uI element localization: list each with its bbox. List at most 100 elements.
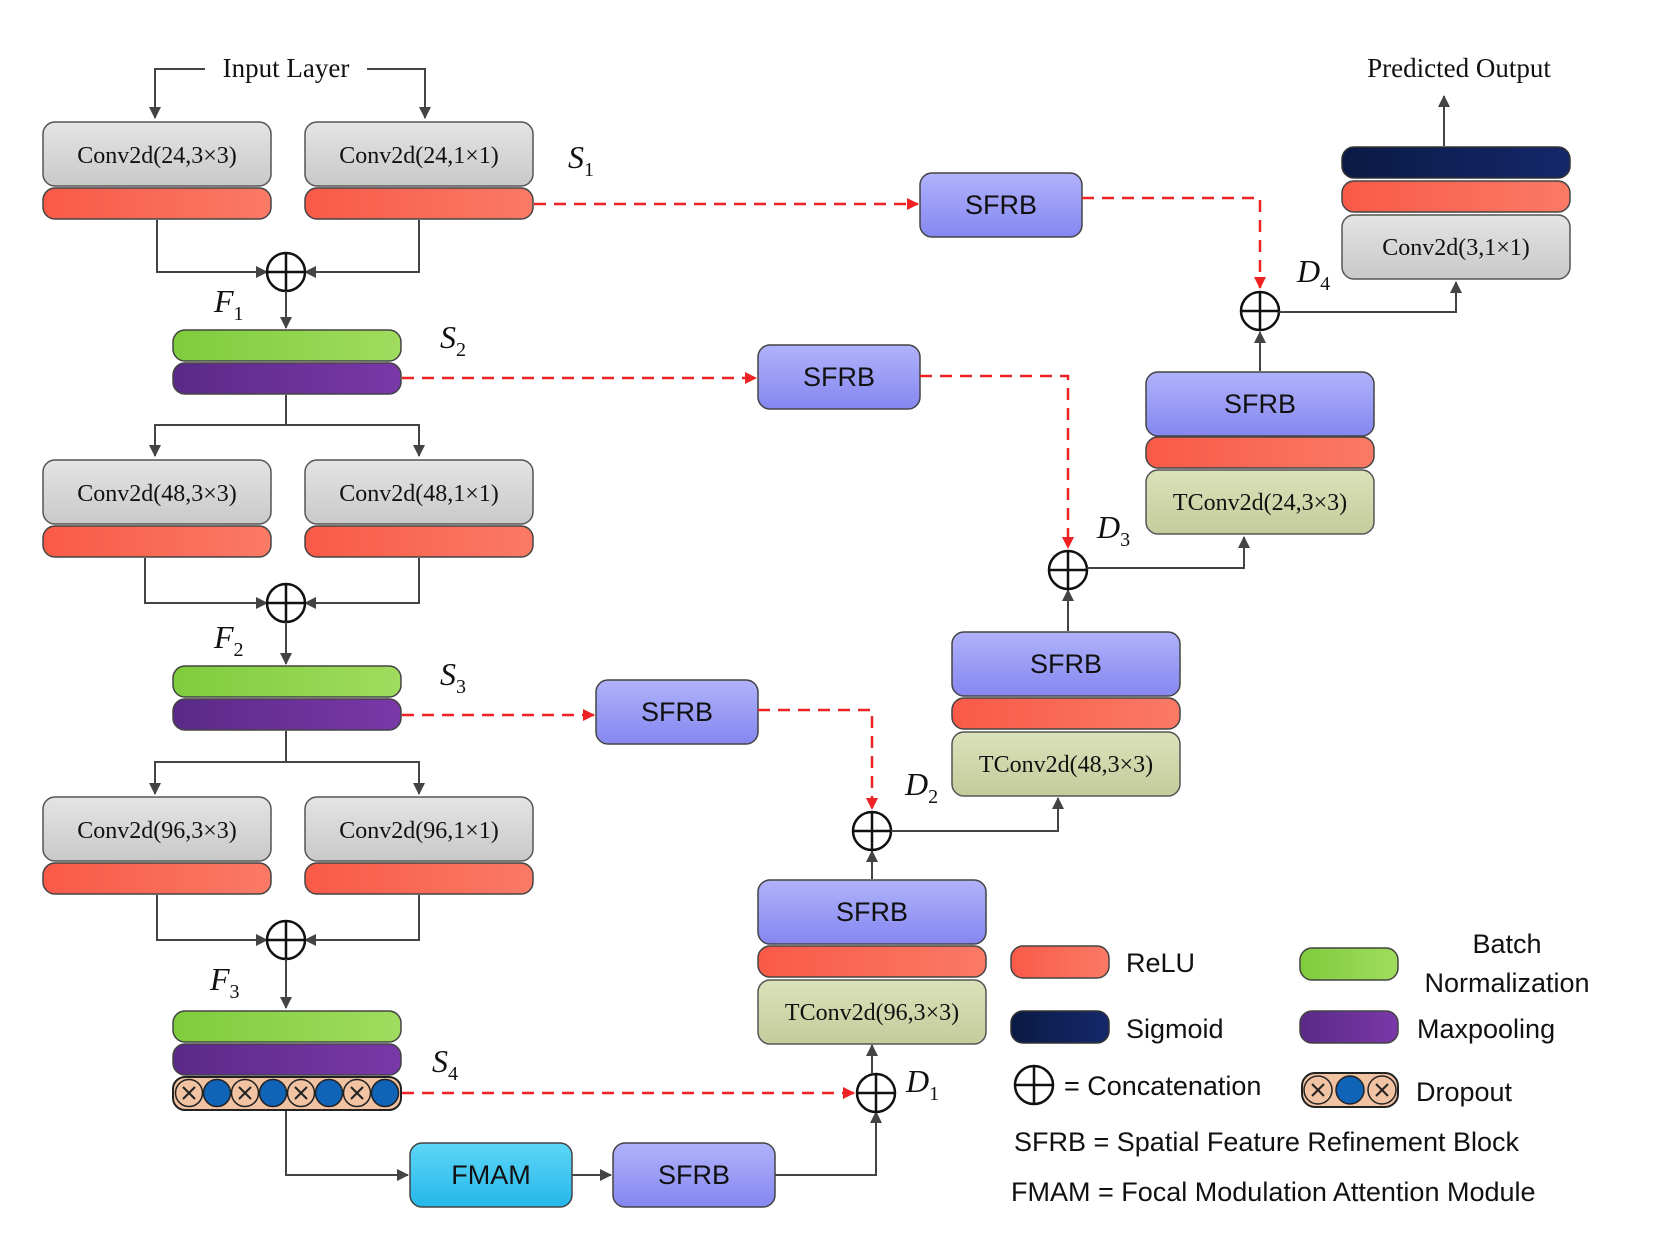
legend-dropout-swatch — [1301, 1072, 1399, 1108]
sfrb-block-s3 — [595, 679, 759, 745]
d1-label: D1 — [905, 1063, 939, 1105]
sigmoid-bar — [1341, 146, 1571, 179]
sfrb-label: SFRB — [1224, 389, 1296, 419]
relu-bar — [951, 697, 1181, 730]
legend-sigmoid-swatch — [1010, 1010, 1110, 1044]
relu-bar — [1145, 436, 1375, 469]
skip-arrow-s2-to-d3 — [920, 374, 1074, 549]
concat-icon — [265, 582, 307, 624]
relu-bar — [304, 525, 534, 558]
f1-label: F1 — [213, 283, 244, 325]
decoder-stage-d1: D1 TConv2d(96,3×3) SFRB — [757, 850, 987, 1114]
concat-icon — [855, 1072, 897, 1114]
sfrb-block-s1 — [919, 172, 1083, 238]
conv-block-24-3x3 — [42, 121, 272, 187]
merge-arrow-left — [156, 220, 268, 278]
sfrb-label: SFRB — [658, 1160, 730, 1190]
legend-batchnorm-label-1: Batch — [1472, 929, 1541, 959]
concat-icon — [1239, 290, 1281, 332]
merge-arrow-left — [156, 895, 268, 946]
legend-batchnorm-label-2: Normalization — [1424, 968, 1589, 998]
split-arrow-right — [286, 761, 425, 795]
batch-norm-bar — [172, 1010, 402, 1043]
fmam-label: FMAM — [451, 1160, 530, 1190]
conv-block-24-1x1 — [304, 121, 534, 187]
relu-bar — [304, 187, 534, 220]
batch-norm-bar — [172, 329, 402, 362]
sfrb-label: SFRB — [836, 897, 908, 927]
tconv-block-96 — [757, 979, 987, 1045]
s3-label: S3 — [440, 656, 466, 698]
conv-label: Conv2d(96,1×1) — [339, 818, 499, 844]
d3-label: D3 — [1096, 509, 1130, 551]
relu-bar — [42, 187, 272, 220]
sfrb-block — [757, 879, 987, 945]
input-arrow-left — [149, 68, 205, 119]
bottleneck-arrow — [285, 1111, 409, 1181]
concat-icon — [265, 251, 307, 293]
tconv-block-24 — [1145, 469, 1375, 535]
encoder-stage-1: Conv2d(24,3×3) Conv2d(24,1×1) F1 S1 — [42, 121, 594, 395]
relu-bar — [42, 525, 272, 558]
skip-arrow-s3-to-d2 — [758, 708, 878, 810]
conv-label: Conv2d(48,1×1) — [339, 481, 499, 507]
sfrb-label: SFRB — [1030, 649, 1102, 679]
tconv-label: TConv2d(48,3×3) — [979, 752, 1153, 778]
conv-label: Conv2d(96,3×3) — [77, 818, 237, 844]
decoder-stage-d2: D2 TConv2d(48,3×3) SFRB — [851, 589, 1181, 852]
encoder-stage-3: Conv2d(96,3×3) Conv2d(96,1×1) F3 — [42, 656, 534, 1111]
legend-maxpool-label: Maxpooling — [1417, 1014, 1555, 1044]
conv-block-96-1x1 — [304, 796, 534, 862]
input-arrow-right — [367, 68, 431, 119]
concat-icon — [265, 919, 307, 961]
merge-arrow-right — [304, 220, 420, 278]
maxpool-bar — [172, 362, 402, 395]
merge-arrow-right — [304, 895, 420, 946]
decoder-stage-d3: D3 TConv2d(24,3×3) SFRB — [1047, 331, 1375, 591]
s4-label: S4 — [432, 1043, 458, 1085]
legend-concat-icon — [1013, 1064, 1055, 1106]
merge-arrow-right — [304, 558, 420, 609]
conv-label: Conv2d(48,3×3) — [77, 481, 237, 507]
d2-label: D2 — [904, 766, 938, 808]
merge-arrow-left — [144, 558, 268, 609]
legend-fmam-definition: FMAM = Focal Modulation Attention Module — [1011, 1177, 1536, 1207]
input-layer-label: Input Layer — [223, 53, 350, 83]
skip-arrow-s1-to-d4 — [1082, 196, 1266, 289]
conv-block-3-1x1 — [1341, 214, 1571, 280]
s2-label: S2 — [440, 319, 466, 361]
relu-bar — [42, 862, 272, 895]
legend-sigmoid-label: Sigmoid — [1126, 1014, 1224, 1044]
dropout-bar — [172, 1076, 402, 1111]
concat-icon — [1047, 549, 1089, 591]
split-arrow-left — [149, 731, 287, 795]
conv-block-96-3x3 — [42, 796, 272, 862]
sfrb-block — [1145, 371, 1375, 437]
relu-bar — [304, 862, 534, 895]
conv-block-48-1x1 — [304, 459, 534, 525]
tconv-block-48 — [951, 731, 1181, 797]
conv-label: Conv2d(24,1×1) — [339, 143, 499, 169]
legend-batchnorm-swatch — [1299, 947, 1399, 981]
flow-arrow — [775, 1111, 882, 1176]
predicted-output-label: Predicted Output — [1367, 53, 1551, 83]
sfrb-label: SFRB — [965, 190, 1037, 220]
legend-relu-swatch — [1010, 945, 1110, 979]
sfrb-label: SFRB — [803, 362, 875, 392]
concat-icon — [851, 810, 893, 852]
sfrb-block — [951, 631, 1181, 697]
legend-concat-label: = Concatenation — [1064, 1071, 1261, 1101]
conv-block-48-3x3 — [42, 459, 272, 525]
encoder-stage-2: Conv2d(48,3×3) Conv2d(48,1×1) F2 S2 — [42, 319, 534, 731]
relu-bar — [1341, 180, 1571, 213]
legend-relu-label: ReLU — [1126, 948, 1195, 978]
d4-label: D4 — [1296, 253, 1330, 295]
f2-label: F2 — [213, 619, 244, 661]
legend-dropout-label: Dropout — [1416, 1077, 1513, 1107]
maxpool-bar — [172, 698, 402, 731]
tconv-label: TConv2d(96,3×3) — [785, 1000, 959, 1026]
legend-maxpool-swatch — [1299, 1010, 1399, 1044]
f3-label: F3 — [209, 961, 240, 1003]
sfrb-label: SFRB — [641, 697, 713, 727]
